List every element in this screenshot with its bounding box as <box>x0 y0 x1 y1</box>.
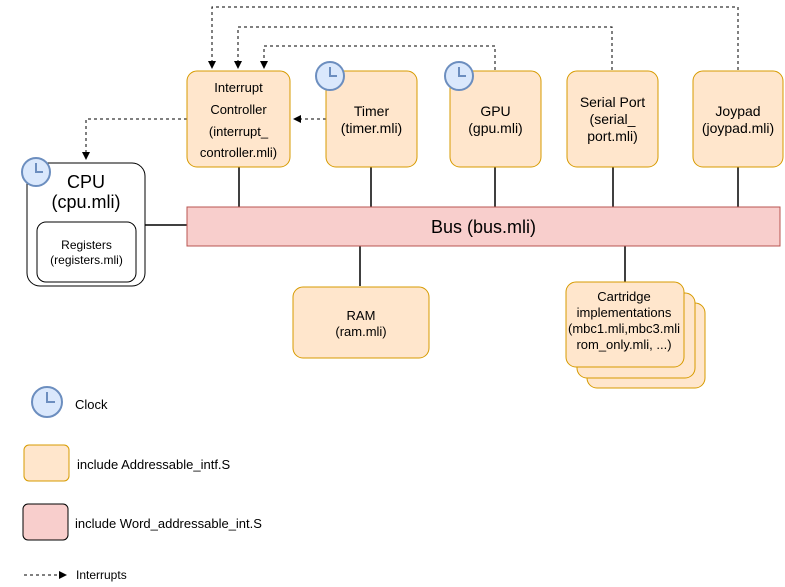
joypad-node: Joypad (joypad.mli) <box>692 70 784 168</box>
interrupt-controller-node: Interrupt Controller (interrupt_ control… <box>186 70 291 168</box>
cartridge-line-3: (mbc1.mli,mbc3.mli <box>568 321 680 336</box>
gpu-file: (gpu.mli) <box>468 120 522 136</box>
timer-node: Timer (timer.mli) <box>325 70 418 168</box>
cartridge-node: Cartridge implementations (mbc1.mli,mbc3… <box>565 281 706 389</box>
bus-connectors <box>145 167 739 286</box>
ram-label: RAM <box>347 308 376 323</box>
timer-label: Timer <box>354 103 390 119</box>
legend-interrupts-label: Interrupts <box>76 568 127 582</box>
legend-addressable-label: include Addressable_intf.S <box>77 457 231 472</box>
legend-word-addressable: include Word_addressable_int.S <box>22 503 262 541</box>
clock-icon <box>31 386 63 418</box>
legend-interrupts: Interrupts <box>24 568 127 582</box>
legend: Clock include Addressable_intf.S include… <box>22 386 262 582</box>
joypad-label: Joypad <box>715 103 760 119</box>
ram-file: (ram.mli) <box>335 324 386 339</box>
interrupt-controller-line-4: controller.mli) <box>200 145 277 160</box>
registers-file: (registers.mli) <box>50 253 123 267</box>
interrupt-controller-line-1: Interrupt <box>214 80 263 95</box>
interrupt-controller-line-2: Controller <box>210 102 267 117</box>
cartridge-line-4: rom_only.mli, ...) <box>576 337 671 352</box>
legend-clock-label: Clock <box>75 397 108 412</box>
gpu-node: GPU (gpu.mli) <box>449 70 542 168</box>
legend-clock: Clock <box>31 386 108 418</box>
serial-port-line-1: Serial Port <box>580 94 645 110</box>
interrupt-controller-line-3: (interrupt_ <box>209 124 269 139</box>
cpu-file: (cpu.mli) <box>51 192 120 212</box>
cartridge-line-1: Cartridge <box>597 289 650 304</box>
interrupt-line-gpu <box>260 45 496 70</box>
cpu-label: CPU <box>67 172 105 192</box>
joypad-file: (joypad.mli) <box>702 120 774 136</box>
cpu-node: CPU (cpu.mli) Registers (registers.mli) <box>26 162 146 287</box>
clock-icon <box>315 61 345 91</box>
gpu-label: GPU <box>480 103 510 119</box>
ram-node: RAM (ram.mli) <box>292 286 430 359</box>
cartridge-line-2: implementations <box>577 305 672 320</box>
bus-node: Bus (bus.mli) <box>186 206 781 247</box>
serial-port-node: Serial Port (serial_ port.mli) <box>566 70 659 168</box>
interrupt-connectors <box>82 6 739 160</box>
interrupt-line-serial <box>234 26 613 70</box>
interrupt-line-joypad <box>208 6 739 70</box>
clock-icon <box>444 61 474 91</box>
registers-label: Registers <box>61 238 112 252</box>
bus-label: Bus (bus.mli) <box>431 217 536 237</box>
serial-port-line-2: (serial_ <box>590 111 636 127</box>
legend-addressable: include Addressable_intf.S <box>23 444 231 482</box>
registers-node: Registers (registers.mli) <box>36 221 137 283</box>
legend-word-addressable-label: include Word_addressable_int.S <box>75 516 262 531</box>
clock-icon <box>21 157 51 187</box>
interrupt-line-cpu <box>82 118 187 160</box>
serial-port-line-3: port.mli) <box>587 128 638 144</box>
timer-file: (timer.mli) <box>341 120 402 136</box>
